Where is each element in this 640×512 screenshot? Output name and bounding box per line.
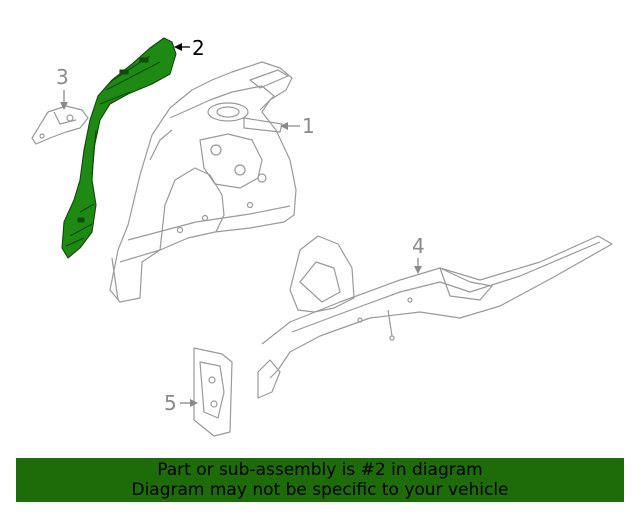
callout-2: 2 [192,36,205,60]
part-3-bracket [31,105,89,145]
parts-diagram: 1 2 3 4 5 [31,36,613,437]
part-5-reinforcement-plate [193,347,233,437]
part-4-side-member [257,235,613,399]
callout-5: 5 [164,391,177,415]
leader-4-arrow [414,266,422,274]
callout-4: 4 [412,234,425,258]
info-banner: Part or sub-assembly is #2 in diagram Di… [16,458,624,502]
leader-5-arrow [190,399,198,407]
banner-line-1: Part or sub-assembly is #2 in diagram [157,460,483,480]
leader-1-arrow [280,122,288,130]
leader-2-arrow [174,43,182,51]
callout-leaders [60,43,422,407]
part-1-wheelhouse-apron [109,61,297,303]
banner-line-2: Diagram may not be specific to your vehi… [131,480,509,500]
part-2-highlighted-reinforcement [61,37,177,259]
callout-3: 3 [56,65,69,89]
callout-1: 1 [302,114,315,138]
leader-3-arrow [60,102,68,110]
